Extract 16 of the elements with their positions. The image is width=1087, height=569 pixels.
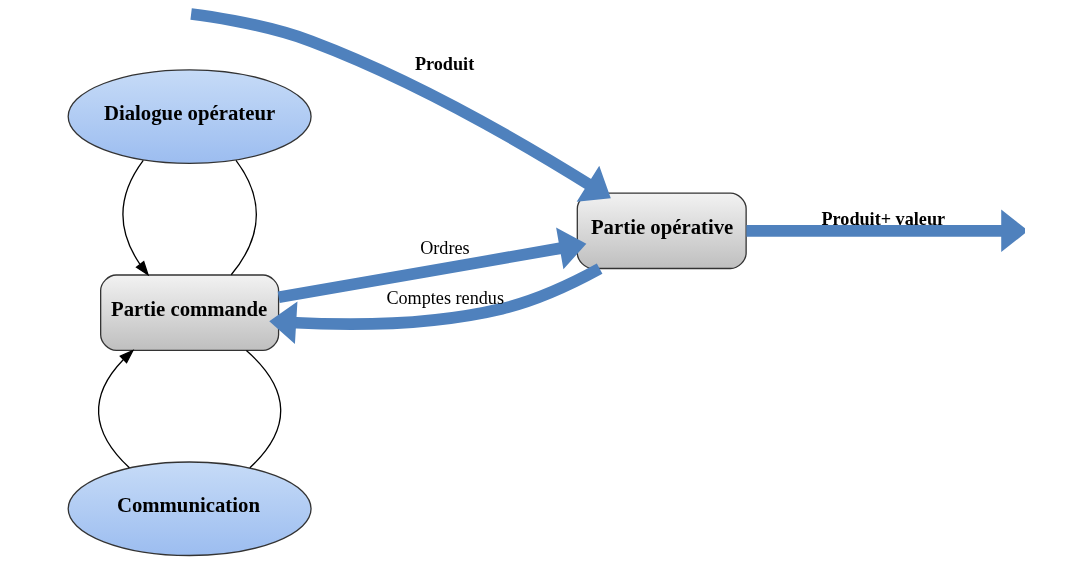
edge-label: Ordres (419, 238, 470, 259)
arrow (277, 227, 586, 304)
connector (230, 159, 257, 276)
node-ellipse: Dialogue opérateur (67, 69, 312, 164)
node-box: Partie opérative (576, 192, 747, 270)
node-box: Partie commande (99, 274, 279, 351)
edge-label: Comptes rendus (385, 287, 504, 308)
arrow (189, 8, 611, 202)
node-ellipse: Communication (67, 461, 312, 557)
arrow (121, 159, 149, 277)
edge-label: Produit+ valeur (820, 208, 945, 229)
connector (245, 349, 281, 469)
edge-label: Produit (414, 54, 474, 75)
arrow (268, 263, 602, 345)
arrow (745, 209, 1025, 253)
arrow (97, 349, 134, 469)
